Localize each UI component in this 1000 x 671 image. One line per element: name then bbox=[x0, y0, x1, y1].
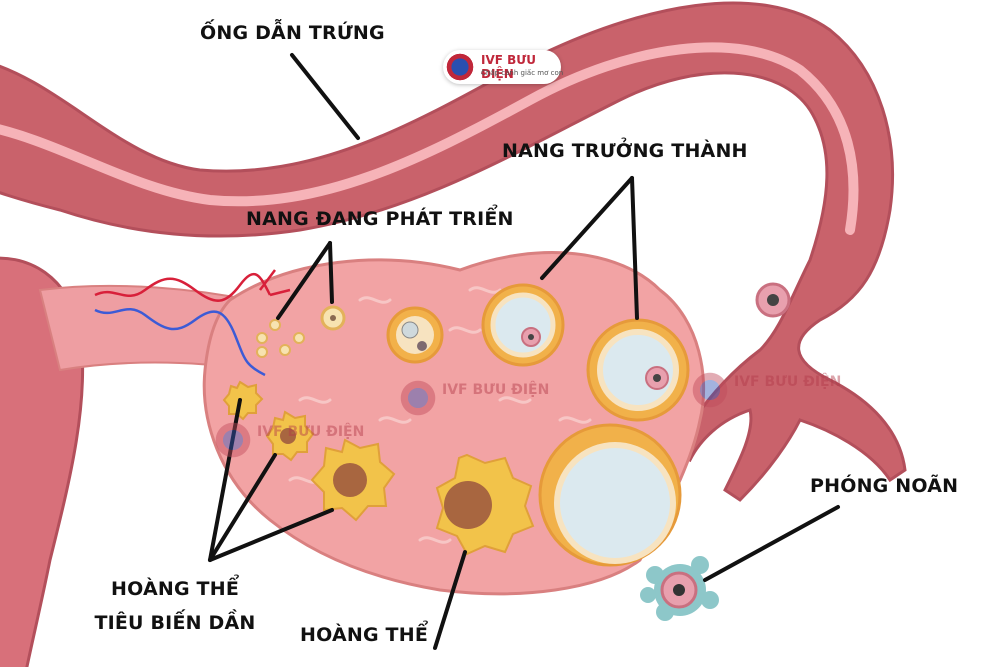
label-corpus-luteum: HOÀNG THỂ bbox=[300, 624, 428, 646]
primordial-follicles bbox=[256, 319, 305, 358]
label-ovulation: PHÓNG NOÃN bbox=[810, 475, 959, 497]
label-developing-follicle: NANG ĐANG PHÁT TRIỂN bbox=[246, 208, 514, 230]
brand-logo: IVF BƯU ĐIỆN Chắp cánh giấc mơ con bbox=[443, 50, 564, 84]
ivf-logo-icon bbox=[445, 52, 475, 82]
label-corpus-albicans-line2: TIÊU BIẾN DẦN bbox=[94, 612, 256, 634]
fallopian-tube-lining bbox=[0, 42, 859, 235]
logo-brand-text: IVF BƯU ĐIỆN bbox=[481, 53, 537, 81]
watermark-text: IVF BƯU ĐIỆN bbox=[734, 374, 842, 390]
watermark-logo-icon bbox=[690, 370, 730, 410]
watermark-logo-icon bbox=[398, 378, 438, 418]
corpus-albicans-3 bbox=[222, 380, 264, 421]
logo-tagline: Chắp cánh giấc mơ con bbox=[481, 69, 564, 77]
leader-lines bbox=[208, 53, 840, 650]
vein bbox=[94, 308, 266, 377]
label-corpus-albicans-line1: HOÀNG THỂ bbox=[111, 578, 239, 600]
fallopian-tube bbox=[0, 1, 907, 502]
label-fallopian-tube: ỐNG DẪN TRỨNG bbox=[200, 22, 385, 44]
watermark-logo-icon bbox=[213, 420, 253, 460]
artery bbox=[94, 269, 291, 302]
watermark-text: IVF BƯU ĐIỆN bbox=[257, 424, 365, 440]
label-mature-follicle: NANG TRƯỞNG THÀNH bbox=[502, 140, 748, 162]
watermark-text: IVF BƯU ĐIỆN bbox=[442, 382, 550, 398]
